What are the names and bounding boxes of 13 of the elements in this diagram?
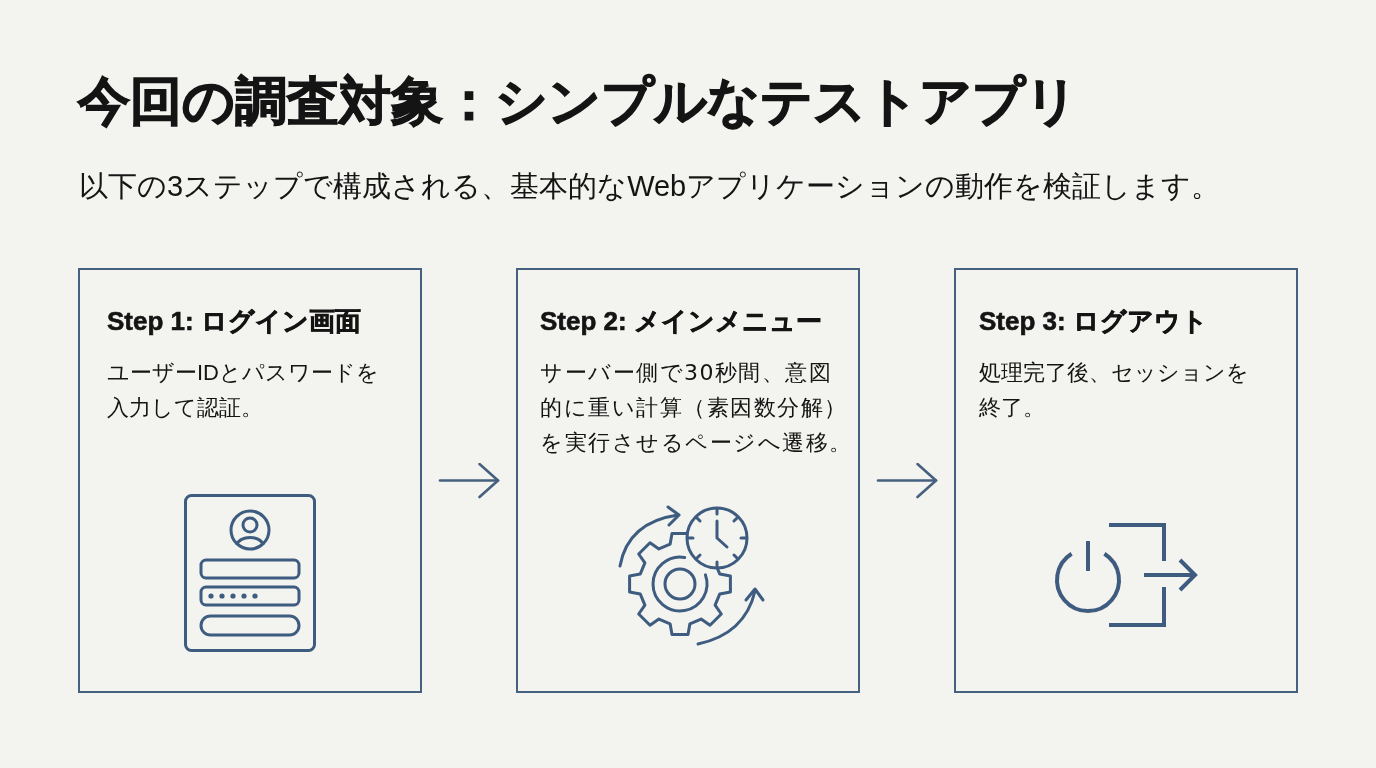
step-heading: Step 2: メインメニュー	[540, 305, 822, 338]
arrow	[876, 462, 938, 499]
step-heading: Step 3: ログアウト	[979, 305, 1208, 338]
step-card	[78, 268, 422, 693]
step-heading: Step 1: ログイン画面	[107, 305, 361, 338]
subtitle: 以下の3ステップで構成される、基本的なWebアプリケーションの動作を検証します。	[79, 169, 1221, 204]
arrow	[438, 462, 500, 499]
step-description: ユーザーIDとパスワードを入力して認証。	[107, 359, 380, 422]
step-description: サーバー側で30秒間、意図的に重い計算（素因数分解）を実行させるページへ遷移。	[540, 359, 854, 457]
title: 今回の調査対象：シンプルなテストアプリ	[78, 71, 1078, 132]
step-description: 処理完了後、セッションを終了。	[979, 359, 1250, 422]
step-card	[516, 268, 860, 693]
step-card	[954, 268, 1298, 693]
